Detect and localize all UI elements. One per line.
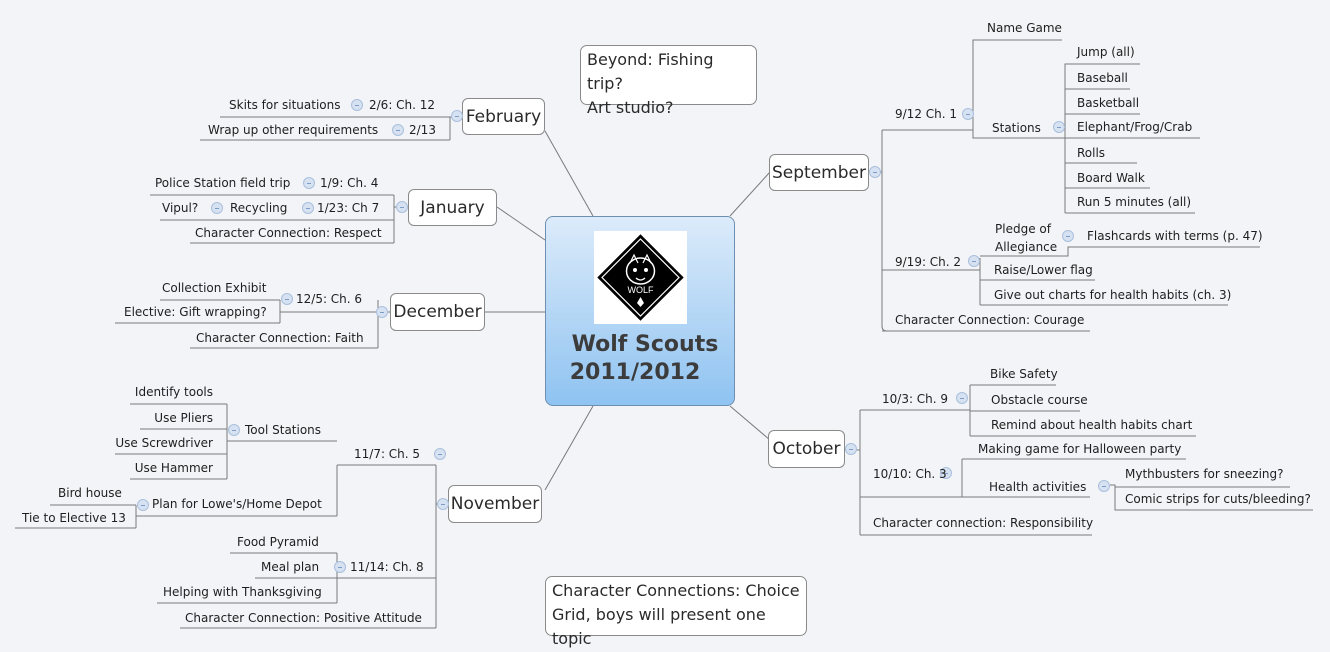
node-plan-lowes[interactable]: Plan for Lowe's/Home Depot xyxy=(152,497,322,511)
node-jan-1-9[interactable]: 1/9: Ch. 4 xyxy=(320,176,379,190)
collapse-toggle-icon[interactable] xyxy=(1062,230,1074,242)
node-gift-wrapping[interactable]: Elective: Gift wrapping? xyxy=(124,305,267,319)
node-jan-1-23[interactable]: 1/23: Ch 7 xyxy=(317,201,380,215)
node-dec-character[interactable]: Character Connection: Faith xyxy=(196,331,364,345)
node-collection-exhibit[interactable]: Collection Exhibit xyxy=(162,281,267,295)
node-station-item[interactable]: Run 5 minutes (all) xyxy=(1077,195,1192,209)
node-nov-character[interactable]: Character Connection: Positive Attitude xyxy=(185,611,422,625)
node-sep-character[interactable]: Character Connection: Courage xyxy=(895,313,1085,327)
collapse-toggle-icon[interactable] xyxy=(956,392,968,404)
collapse-toggle-icon[interactable] xyxy=(451,110,463,122)
node-stations[interactable]: Stations xyxy=(992,121,1041,135)
node-tool-stations[interactable]: Tool Stations xyxy=(245,423,322,437)
node-food-pyramid[interactable]: Food Pyramid xyxy=(237,535,319,549)
node-health-activities[interactable]: Health activities xyxy=(989,480,1087,494)
node-use-screwdriver[interactable]: Use Screwdriver xyxy=(115,436,213,450)
node-jan-character[interactable]: Character Connection: Respect xyxy=(195,226,382,240)
collapse-toggle-icon[interactable] xyxy=(334,561,346,573)
node-oct-character[interactable]: Character connection: Responsibility xyxy=(873,516,1094,530)
collapse-toggle-icon[interactable] xyxy=(211,202,223,214)
node-station-item[interactable]: Basketball xyxy=(1077,96,1140,110)
collapse-toggle-icon[interactable] xyxy=(228,424,240,436)
node-dec-12-5[interactable]: 12/5: Ch. 6 xyxy=(296,292,363,306)
node-wrap-up[interactable]: Wrap up other requirements xyxy=(208,123,379,137)
collapse-toggle-icon[interactable] xyxy=(303,177,315,189)
collapse-toggle-icon[interactable] xyxy=(281,293,293,305)
node-station-item[interactable]: Board Walk xyxy=(1077,171,1145,185)
node-recycling[interactable]: Recycling xyxy=(230,201,288,215)
collapse-toggle-icon[interactable] xyxy=(962,108,974,120)
collapse-toggle-icon[interactable] xyxy=(940,467,952,479)
collapse-toggle-icon[interactable] xyxy=(869,166,881,178)
collapse-toggle-icon[interactable] xyxy=(351,99,363,111)
collapse-toggle-icon[interactable] xyxy=(396,201,408,213)
node-station-item[interactable]: Baseball xyxy=(1077,71,1128,85)
node-police-station[interactable]: Police Station field trip xyxy=(155,176,291,190)
node-skits[interactable]: Skits for situations xyxy=(229,98,341,112)
node-mythbusters[interactable]: Mythbusters for sneezing? xyxy=(1125,467,1284,481)
node-meal-plan[interactable]: Meal plan xyxy=(261,560,320,574)
node-use-pliers[interactable]: Use Pliers xyxy=(154,411,213,425)
node-station-item[interactable]: Jump (all) xyxy=(1077,45,1135,59)
topic-february[interactable]: February xyxy=(462,98,545,135)
collapse-toggle-icon[interactable] xyxy=(1098,480,1110,492)
node-elective-13[interactable]: Tie to Elective 13 xyxy=(22,511,126,525)
collapse-toggle-icon[interactable] xyxy=(392,124,404,136)
collapse-toggle-icon[interactable] xyxy=(437,498,449,510)
collapse-toggle-icon[interactable] xyxy=(302,202,314,214)
node-flashcards[interactable]: Flashcards with terms (p. 47) xyxy=(1087,229,1263,243)
node-nov-11-7[interactable]: 11/7: Ch. 5 xyxy=(354,447,421,461)
node-use-hammer[interactable]: Use Hammer xyxy=(134,461,213,475)
node-flag[interactable]: Raise/Lower flag xyxy=(994,263,1093,277)
node-oct-10-3[interactable]: 10/3: Ch. 9 xyxy=(882,392,949,406)
node-name-game[interactable]: Name Game xyxy=(987,21,1062,35)
topic-october[interactable]: October xyxy=(768,430,845,468)
node-thanksgiving[interactable]: Helping with Thanksgiving xyxy=(163,585,322,599)
note-beyond[interactable]: Beyond: Fishing trip?Art studio? xyxy=(580,45,757,117)
node-oct-10-10[interactable]: 10/10: Ch. 3 xyxy=(873,467,947,481)
node-health-charts[interactable]: Give out charts for health habits (ch. 3… xyxy=(994,288,1232,302)
node-station-item[interactable]: Elephant/Frog/Crab xyxy=(1077,120,1193,134)
node-identify-tools[interactable]: Identify tools xyxy=(134,385,213,399)
central-title: Wolf Scouts 2011/2012 xyxy=(569,332,719,385)
node-station-item[interactable]: Rolls xyxy=(1077,146,1106,160)
node-bird-house[interactable]: Bird house xyxy=(58,486,122,500)
central-topic[interactable]: WOLF Wolf Scouts 2011/2012 xyxy=(545,216,735,406)
node-nov-11-14[interactable]: 11/14: Ch. 8 xyxy=(350,560,424,574)
svg-text:WOLF: WOLF xyxy=(628,285,655,295)
collapse-toggle-icon[interactable] xyxy=(137,499,149,511)
topic-november[interactable]: November xyxy=(448,485,542,523)
collapse-toggle-icon[interactable] xyxy=(376,306,388,318)
node-feb-2-6[interactable]: 2/6: Ch. 12 xyxy=(369,98,436,112)
topic-january[interactable]: January xyxy=(408,189,497,226)
node-feb-2-13[interactable]: 2/13 xyxy=(409,123,436,137)
wolf-badge-icon: WOLF xyxy=(594,231,687,324)
node-bike-safety[interactable]: Bike Safety xyxy=(990,367,1058,381)
topic-december[interactable]: December xyxy=(390,293,485,331)
node-halloween[interactable]: Making game for Halloween party xyxy=(978,442,1182,456)
node-sep-9-12[interactable]: 9/12 Ch. 1 xyxy=(895,107,958,121)
collapse-toggle-icon[interactable] xyxy=(968,255,980,267)
collapse-toggle-icon[interactable] xyxy=(434,448,446,460)
topic-september[interactable]: September xyxy=(769,154,869,191)
node-remind-chart[interactable]: Remind about health habits chart xyxy=(991,418,1193,432)
node-vipul[interactable]: Vipul? xyxy=(162,201,199,215)
collapse-toggle-icon[interactable] xyxy=(1053,121,1065,133)
collapse-toggle-icon[interactable] xyxy=(845,443,857,455)
node-sep-9-19[interactable]: 9/19: Ch. 2 xyxy=(895,255,962,269)
node-comic-strips[interactable]: Comic strips for cuts/bleeding? xyxy=(1125,492,1311,506)
node-obstacle-course[interactable]: Obstacle course xyxy=(991,393,1088,407)
